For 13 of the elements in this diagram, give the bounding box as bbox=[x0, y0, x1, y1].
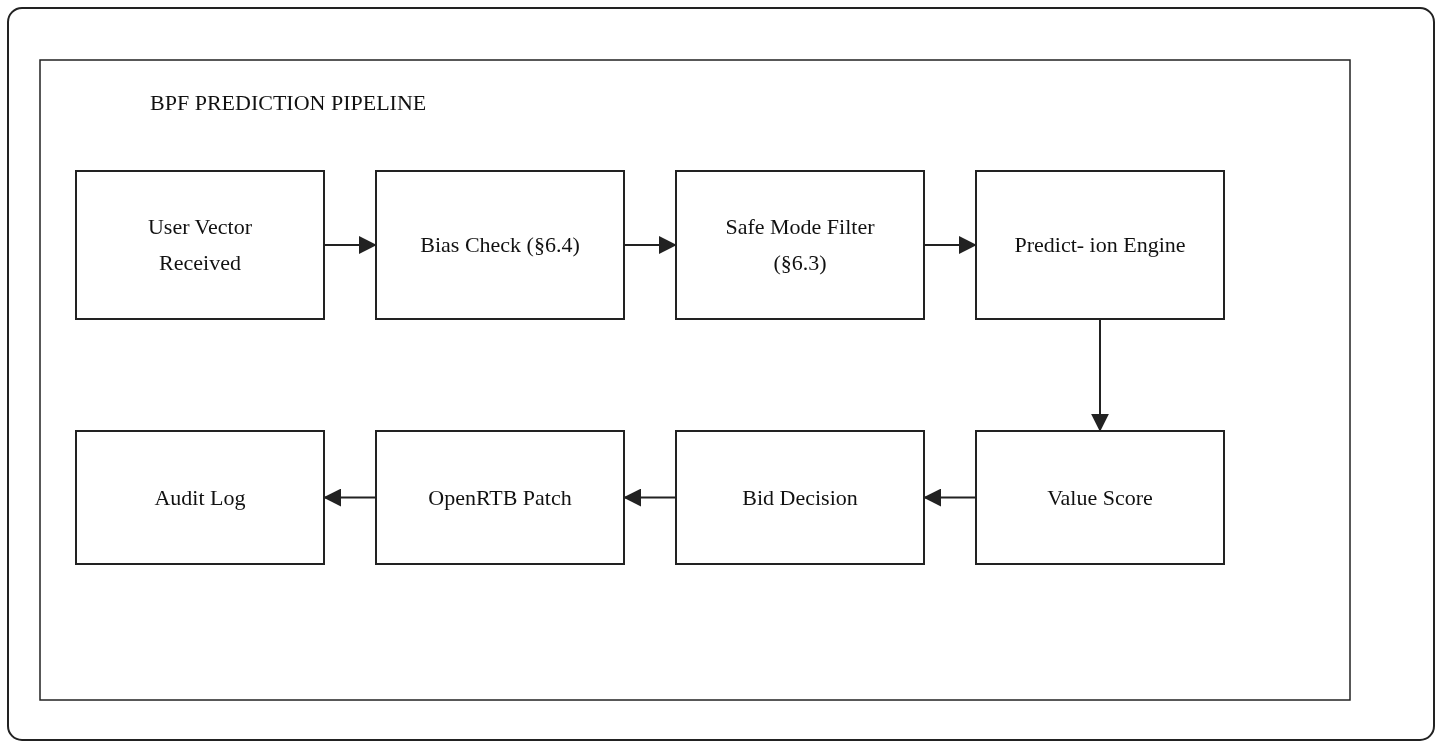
process-box: Predict- ion Engine bbox=[975, 170, 1225, 320]
process-box: OpenRTB Patch bbox=[375, 430, 625, 565]
arrow bbox=[924, 236, 977, 254]
process-box: Safe Mode Filter (§6.3) bbox=[675, 170, 925, 320]
process-box: Bias Check (§6.4) bbox=[375, 170, 625, 320]
arrow bbox=[324, 236, 377, 254]
diagram-title: BPF PREDICTION PIPELINE bbox=[150, 90, 427, 116]
process-box: User Vector Received bbox=[75, 170, 325, 320]
process-box: Bid Decision bbox=[675, 430, 925, 565]
process-box: Value Score bbox=[975, 430, 1225, 565]
arrow bbox=[624, 236, 677, 254]
process-box: Audit Log bbox=[75, 430, 325, 565]
arrow bbox=[1091, 319, 1109, 432]
